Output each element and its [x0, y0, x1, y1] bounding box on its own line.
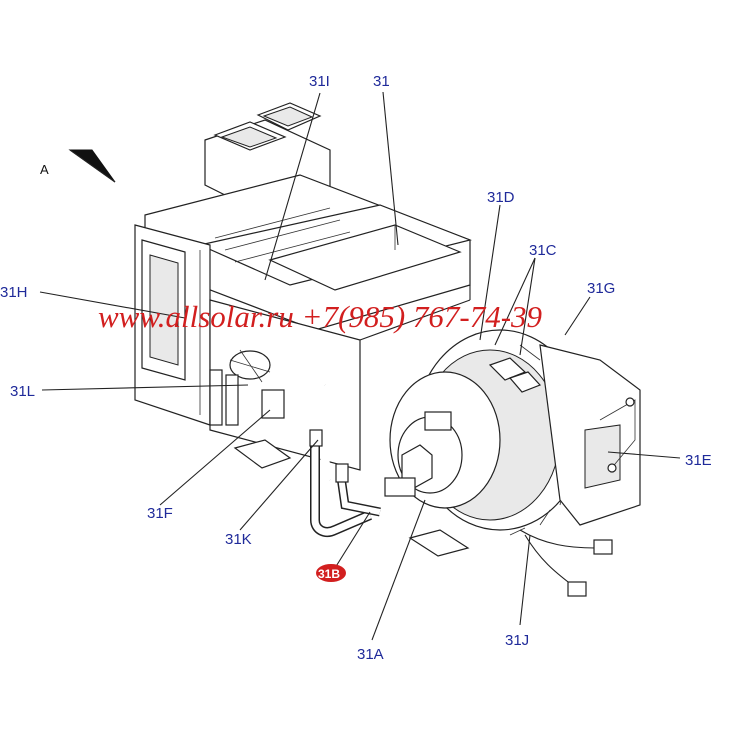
wire-harness — [519, 529, 613, 597]
label-31A: 31A — [357, 646, 384, 663]
label-31F: 31F — [147, 505, 173, 522]
label-31B: 31B — [318, 567, 340, 581]
label-31D: 31D — [487, 189, 515, 206]
label-31E: 31E — [685, 452, 712, 469]
view-direction-arrow: A — [40, 149, 116, 183]
leader-lines — [39, 91, 681, 641]
label-31I: 31I — [309, 73, 330, 90]
watermark-text: www.allsolar.ru +7(985) 767-74-39 — [98, 299, 542, 334]
label-31B-badge: 31B — [316, 564, 346, 582]
label-31C: 31C — [529, 242, 557, 259]
label-31H: 31H — [0, 284, 28, 301]
label-31L: 31L — [10, 383, 35, 400]
label-31J: 31J — [505, 632, 529, 649]
part-labels: 31 31I 31D 31C 31G 31H 31L 31E 31F 31K 3… — [0, 73, 712, 663]
coolant-hoses — [209, 349, 381, 537]
label-31G: 31G — [587, 280, 615, 297]
direction-marker-label: A — [40, 162, 49, 177]
label-31: 31 — [373, 73, 390, 90]
label-31K: 31K — [225, 531, 252, 548]
blower-assembly — [384, 329, 641, 536]
heater-housing — [134, 102, 472, 557]
